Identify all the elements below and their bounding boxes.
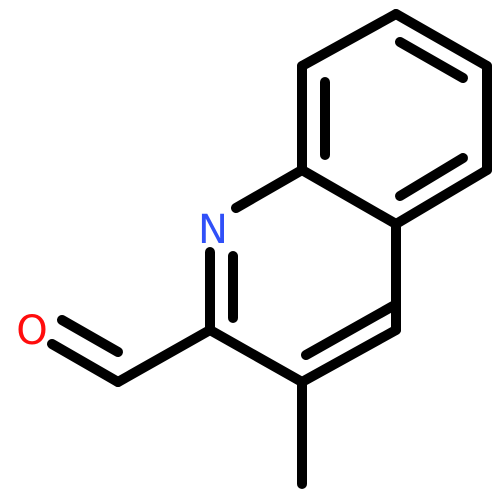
bond-cho-o	[47, 339, 123, 387]
bond-c4a-n	[231, 165, 307, 213]
bond-c3-c4-double	[301, 301, 398, 360]
bond-c2-cho	[113, 325, 215, 387]
bond-cho-o-double	[57, 315, 123, 357]
bond-c8-c7	[391, 9, 492, 71]
oxygen-atom-label: O	[16, 308, 47, 354]
nitrogen-atom-label: N	[198, 207, 228, 253]
bond-c8a-c8	[297, 9, 401, 71]
bond-c3-c4	[297, 325, 401, 387]
bond-c6-c5	[391, 165, 492, 229]
bond-inner-c6-c5	[395, 153, 468, 201]
bond-inner-c8-c7	[395, 37, 468, 83]
bond-c5-c4a	[297, 165, 401, 229]
bond-c2-c3	[205, 325, 307, 387]
